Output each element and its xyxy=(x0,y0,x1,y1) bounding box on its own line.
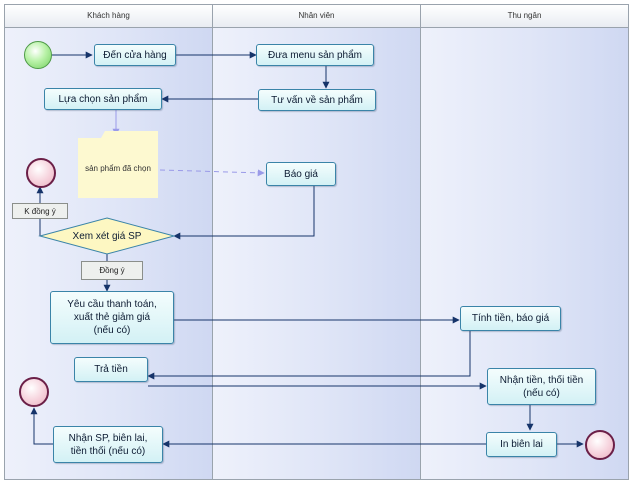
activity-nhan-sp[interactable]: Nhận SP, biên lai, tiền thối (nếu có) xyxy=(53,426,163,463)
guard-k-dong-y: K đồng ý xyxy=(12,203,68,219)
lane-title-khach-hang: Khách hàng xyxy=(5,5,212,28)
start-node xyxy=(24,41,52,69)
guard-dong-y: Đồng ý xyxy=(81,261,143,280)
decision-diamond xyxy=(38,217,176,255)
end-node-final xyxy=(585,430,615,460)
activity-den-cua-hang[interactable]: Đến cửa hàng xyxy=(94,44,176,66)
activity-tinh-tien[interactable]: Tính tiền, báo giá xyxy=(460,306,561,331)
activity-in-bien-lai[interactable]: In biên lai xyxy=(486,432,557,457)
activity-nhan-tien[interactable]: Nhận tiền, thối tiền (nếu có) xyxy=(487,368,596,405)
lane-title-nhan-vien: Nhân viên xyxy=(213,5,420,28)
activity-tu-van[interactable]: Tư vấn về sản phẩm xyxy=(258,89,376,111)
flow-bao-gia-to-xem-xet xyxy=(173,186,315,240)
activity-dua-menu[interactable]: Đưa menu sản phẩm xyxy=(256,44,374,66)
objflow-doc-to-bao-gia xyxy=(159,169,265,177)
flow-tinh-tien-to-tra-tien xyxy=(147,330,471,380)
activity-lua-chon[interactable]: Lựa chọn sản phẩm xyxy=(44,88,162,110)
activity-bao-gia[interactable]: Báo giá xyxy=(266,162,336,186)
object-san-pham-da-chon: sản phẩm đã chọn xyxy=(78,138,158,198)
decision-xem-xet-gia[interactable]: Xem xét giá SP xyxy=(72,231,142,242)
activity-yeu-cau-thanh-toan[interactable]: Yêu cầu thanh toán, xuất thẻ giảm giá (n… xyxy=(50,291,174,344)
lane-title-thu-ngan: Thu ngân xyxy=(421,5,628,28)
end-node-receipt xyxy=(19,377,49,407)
end-node-reject xyxy=(26,158,56,188)
activity-tra-tien[interactable]: Trả tiền xyxy=(74,357,148,382)
flow-nhan-sp-to-end xyxy=(30,407,53,445)
